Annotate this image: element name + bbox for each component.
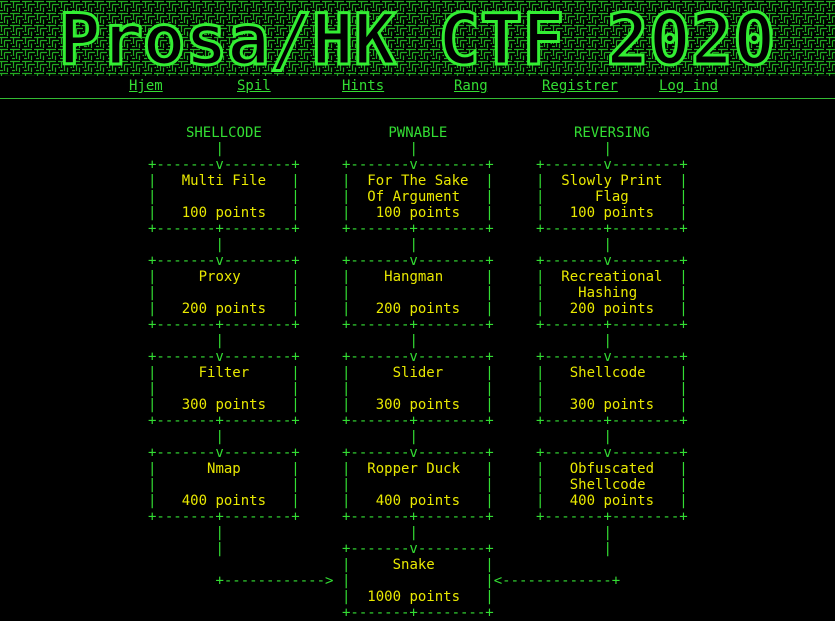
connector: |: [215, 429, 224, 445]
challenge-card[interactable]: +-------v--------+ | For The Sake | | Of…: [342, 157, 494, 237]
nav-divider: [0, 98, 835, 99]
challenge-card[interactable]: +-------v--------+ | Slowly Print | | Fl…: [536, 157, 688, 237]
arrow-right-to-final: <-------------+: [493, 573, 621, 589]
nav-rang[interactable]: Rang: [454, 78, 488, 94]
arrow-left-to-final: +------------>: [215, 573, 334, 589]
challenge-card[interactable]: +-------v--------+ | Nmap | | | | 400 po…: [148, 445, 300, 525]
challenge-card[interactable]: +-------v--------+ | Ropper Duck | | | |…: [342, 445, 494, 525]
banner: Prosa/HK CTF 2020: [0, 0, 835, 76]
category-pwnable: PWNABLE: [388, 125, 448, 141]
connector: |: [215, 333, 224, 349]
connector: |: [409, 525, 418, 541]
final-challenge-card[interactable]: +-------v--------+ | Snake | | | | 1000 …: [342, 541, 494, 621]
connector: |: [409, 141, 418, 157]
nav-hjem[interactable]: Hjem: [129, 78, 163, 94]
connector: |: [215, 141, 224, 157]
connector: | |: [603, 525, 612, 557]
category-shellcode: SHELLCODE: [185, 125, 262, 141]
connector: |: [215, 237, 224, 253]
connector: |: [603, 333, 612, 349]
connector: |: [603, 237, 612, 253]
challenge-card[interactable]: +-------v--------+ | Multi File | | | | …: [148, 157, 300, 237]
nav-log-ind[interactable]: Log ind: [659, 78, 719, 94]
challenge-card[interactable]: +-------v--------+ | Hangman | | | | 200…: [342, 253, 494, 333]
challenge-card[interactable]: +-------v--------+ | Obfuscated | | Shel…: [536, 445, 688, 525]
banner-title: Prosa/HK CTF 2020: [59, 0, 775, 76]
connector: |: [409, 237, 418, 253]
connector: | |: [215, 525, 224, 557]
banner-maze-logo: Prosa/HK CTF 2020: [0, 0, 835, 76]
challenge-card[interactable]: +-------v--------+ | Slider | | | | 300 …: [342, 349, 494, 429]
category-reversing: REVERSING: [573, 125, 650, 141]
challenge-card[interactable]: +-------v--------+ | Filter | | | | 300 …: [148, 349, 300, 429]
challenge-card[interactable]: +-------v--------+ | Shellcode | | | | 3…: [536, 349, 688, 429]
nav-registrer[interactable]: Registrer: [542, 78, 618, 94]
challenge-card[interactable]: +-------v--------+ | Proxy | | | | 200 p…: [148, 253, 300, 333]
top-nav: Hjem Spil Hints Rang Registrer Log ind: [0, 76, 835, 98]
nav-spil[interactable]: Spil: [237, 78, 271, 94]
connector: |: [409, 429, 418, 445]
connector: |: [603, 429, 612, 445]
nav-hints[interactable]: Hints: [342, 78, 385, 94]
connector: |: [603, 141, 612, 157]
connector: |: [409, 333, 418, 349]
challenge-card[interactable]: +-------v--------+ | Recreational | | Ha…: [536, 253, 688, 333]
